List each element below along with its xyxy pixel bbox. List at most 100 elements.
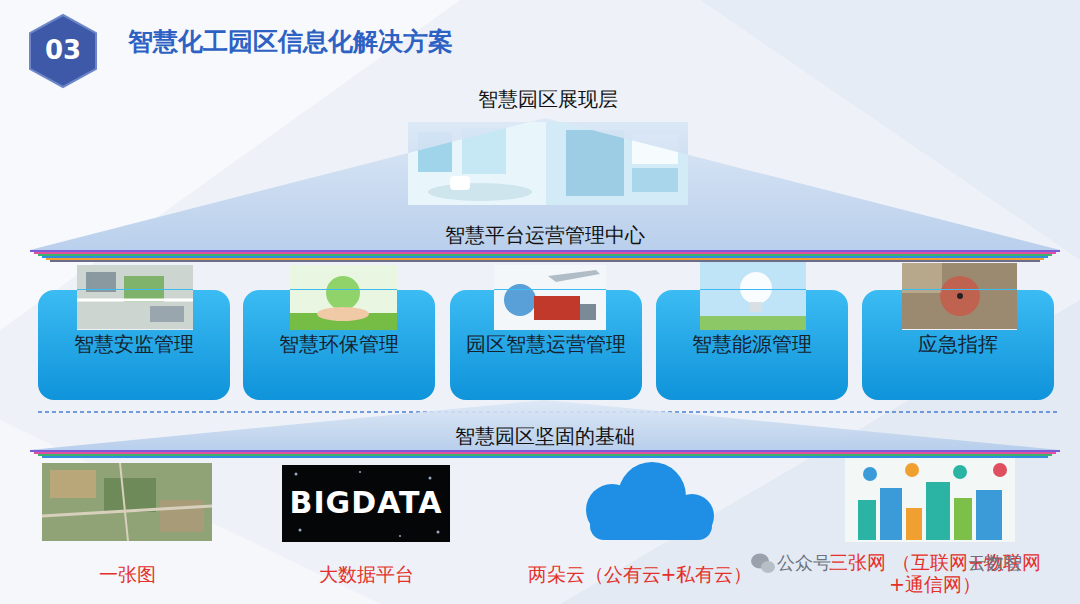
thumb-hands [317, 307, 369, 321]
thumb-zone [940, 276, 980, 316]
city-building [954, 498, 972, 540]
node-label: 智慧平台运营管理中心 [445, 223, 645, 247]
node-label: 智慧环保管理 [279, 332, 399, 356]
stripe [34, 452, 1056, 454]
thumb-plane [548, 270, 600, 282]
thumb-globe [326, 276, 360, 310]
thumbnail-energy [700, 262, 806, 330]
wechat-icon [751, 554, 775, 574]
stripe [42, 256, 1048, 258]
city-building [926, 482, 950, 540]
thumb-truck [534, 296, 580, 320]
thumb-ground [77, 265, 193, 329]
hexagon-shape [30, 15, 96, 87]
bigdata-dot [359, 471, 361, 473]
image-text: BIGDATA [290, 485, 443, 521]
module-box: 园区智慧运营管理 [450, 290, 642, 400]
thumb-ground [902, 263, 1017, 329]
photo-floor [428, 183, 532, 201]
module-box: 智慧环保管理 [243, 290, 435, 400]
slide-title: 智慧化工园区信息化解决方案 [128, 27, 453, 57]
pyramid-shape [30, 118, 1060, 250]
bigdata-ground [282, 465, 450, 542]
map-road [120, 463, 128, 541]
stripe [34, 252, 1056, 254]
bigdata-dot [399, 535, 401, 537]
bigdata-dot [437, 531, 440, 534]
city-building [906, 508, 922, 540]
section-badge: 03 [30, 15, 96, 87]
rounded-box-shape [862, 289, 1054, 400]
thumb-ground [290, 265, 397, 331]
thumbnail-eco [290, 265, 397, 331]
thumbnail-map [77, 265, 193, 329]
city-ground [845, 458, 1015, 542]
thumb-bulb [740, 272, 772, 304]
map-field [104, 478, 156, 512]
module-box: 智慧能源管理 [656, 290, 848, 400]
node-label: 智慧安监管理 [74, 332, 194, 356]
stripe [42, 456, 1048, 458]
city-icon [863, 467, 877, 481]
watermark: 公众号 [777, 552, 831, 574]
stripe [38, 254, 1052, 256]
stripe [50, 260, 1040, 262]
thumb-field [902, 263, 942, 293]
watermark: 云数智 [968, 552, 1022, 574]
photo-panel [632, 168, 678, 192]
thumb-sky [700, 262, 806, 330]
thumbnail-logistics [494, 265, 606, 331]
photo-glass [566, 130, 624, 196]
thumb-globe [504, 284, 536, 316]
item-caption: 大数据平台 [319, 563, 414, 586]
node-label: 智慧能源管理 [692, 332, 812, 356]
stripe [46, 258, 1044, 260]
thumb-cab [580, 304, 596, 320]
city-icon [993, 463, 1007, 477]
thumb-ground [494, 265, 606, 331]
photo-seat [450, 176, 470, 190]
cloud-part [590, 512, 712, 540]
cloud-icon [586, 462, 714, 540]
smart-city-picture [845, 458, 1015, 542]
item-caption: 两朵云（公有云+私有云） [528, 563, 753, 586]
module-box: 智慧安监管理 [38, 290, 230, 400]
node-label: 应急指挥 [918, 332, 998, 356]
pyramid-shape [30, 400, 1060, 450]
city-building [880, 488, 902, 540]
city-building [858, 500, 876, 540]
thumb-grass [700, 316, 806, 330]
big-data-picture [282, 465, 450, 542]
city-building [976, 490, 1002, 540]
bigdata-dot [299, 529, 302, 532]
thumb-building [150, 306, 184, 322]
stripe [30, 450, 1060, 452]
bigdata-dot [429, 477, 432, 480]
map-road [42, 506, 212, 516]
rounded-box-shape [656, 289, 848, 400]
module-box: 应急指挥 [862, 290, 1054, 400]
section-number: 03 [45, 35, 81, 66]
rounded-box-shape [38, 289, 230, 400]
node-label: 园区智慧运营管理 [466, 332, 626, 356]
platform-pyramid: 智慧平台运营管理中心 [30, 118, 1060, 250]
aerial-map-picture [42, 463, 212, 541]
stripe-band [30, 251, 1060, 261]
map-field [50, 470, 96, 498]
foundation-band: 智慧园区坚固的基础 [30, 400, 1060, 450]
wechat-bubble [761, 561, 775, 573]
rounded-box-shape [243, 289, 435, 400]
city-icon [953, 465, 967, 479]
thumbnail-emergency [902, 263, 1017, 329]
thumb-road [77, 299, 193, 302]
city-icon [905, 463, 919, 477]
layer-label: 智慧园区展现层 [478, 87, 618, 111]
item-caption: 三张网 （互联网+物联网+通信网） [800, 552, 1070, 596]
rounded-box-shape [450, 289, 642, 400]
stripe [38, 454, 1052, 456]
thumb-dot [957, 293, 963, 299]
map-field [160, 500, 204, 532]
stripe-band [30, 451, 1060, 457]
